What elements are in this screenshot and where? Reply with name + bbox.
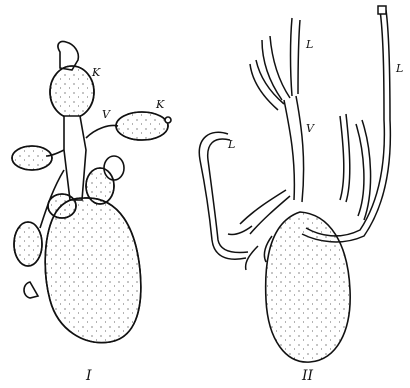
label-v: V (102, 108, 111, 121)
figure-two-numeral: II (301, 368, 314, 384)
label-l-top: L (305, 38, 313, 51)
label-l-left: L (227, 138, 235, 151)
label-v-two: V (306, 122, 315, 135)
label-k-top: K (91, 66, 101, 79)
figure-one-numeral: I (85, 368, 92, 384)
label-l-right: L (395, 62, 403, 75)
label-k-right: K (155, 98, 165, 111)
figure-one (12, 41, 171, 342)
